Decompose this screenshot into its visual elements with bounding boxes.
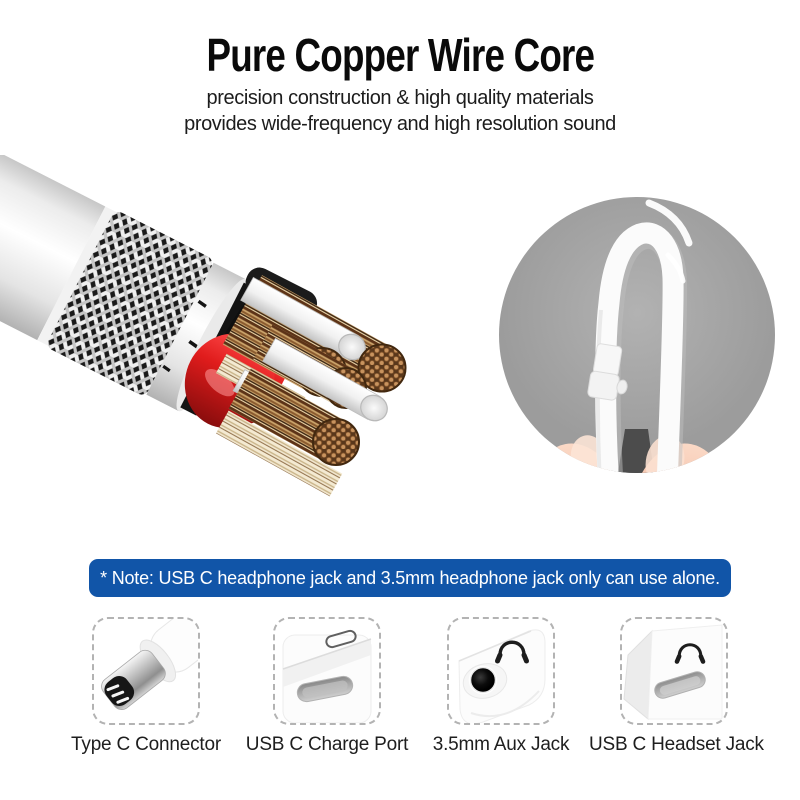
- flex-highlight-arc: [645, 199, 693, 284]
- feature-item-usb-c-headset-jack: USB C Headset Jack: [589, 617, 764, 756]
- usb-c-outline-icon: [325, 629, 357, 649]
- bend-test-inset: [499, 197, 775, 473]
- headphones-icon: [674, 643, 706, 664]
- page-title: Pure Copper Wire Core: [0, 28, 800, 82]
- copper-bundle-face: [312, 418, 360, 466]
- hero-image: [0, 155, 775, 497]
- feature-item-type-c-connector: Type C Connector: [61, 617, 231, 756]
- feature-label: Type C Connector: [71, 734, 221, 755]
- copper-bundle-face: [357, 343, 407, 393]
- jacket-ring: [146, 262, 246, 411]
- silver-wire-face: [360, 394, 388, 422]
- feature-item-aux-jack: 3.5mm Aux Jack: [416, 617, 586, 756]
- usb-c-headset-jack-image: [623, 624, 723, 721]
- copper-wire-bundles: [215, 275, 407, 497]
- note-text: * Note: USB C headphone jack and 3.5mm h…: [100, 567, 720, 588]
- connector-pins: [106, 684, 130, 704]
- headphones-icon: [495, 640, 529, 664]
- inset-circle: [499, 197, 775, 473]
- feature-item-usb-c-charge-port: USB C Charge Port: [242, 617, 412, 756]
- jacket-flecks: [162, 299, 207, 373]
- usb-c-charge-port-image: [282, 629, 372, 723]
- finger-gap-shadow: [618, 429, 654, 473]
- subtitle-line-2: provides wide-frequency and high resolut…: [184, 112, 616, 135]
- cable-collar: [587, 343, 623, 401]
- usb-c-slot: [296, 675, 354, 703]
- feature-label: 3.5mm Aux Jack: [432, 734, 570, 755]
- subtitle-line-1: precision construction & high quality ma…: [206, 87, 594, 109]
- usb-c-slot: [654, 671, 706, 699]
- cable-cutaway-graphic: [0, 155, 407, 497]
- feature-label: USB C Headset Jack: [589, 734, 764, 755]
- note-banner: * Note: USB C headphone jack and 3.5mm h…: [89, 559, 731, 597]
- aux-3-5mm-jack-image: [458, 629, 546, 723]
- bent-cable-loop: [587, 222, 688, 473]
- feature-image-box: [620, 617, 728, 725]
- feature-image-box: [92, 617, 200, 725]
- feature-image-box: [273, 617, 381, 725]
- aux-hole: [470, 667, 496, 693]
- feature-image-box: [447, 617, 555, 725]
- page-subtitle: precision construction & high quality ma…: [0, 86, 800, 137]
- braided-shield: [47, 212, 213, 395]
- feature-label: USB C Charge Port: [245, 734, 409, 755]
- usb-c-plug-image: [101, 619, 198, 710]
- page-title-text: Pure Copper Wire Core: [206, 29, 595, 81]
